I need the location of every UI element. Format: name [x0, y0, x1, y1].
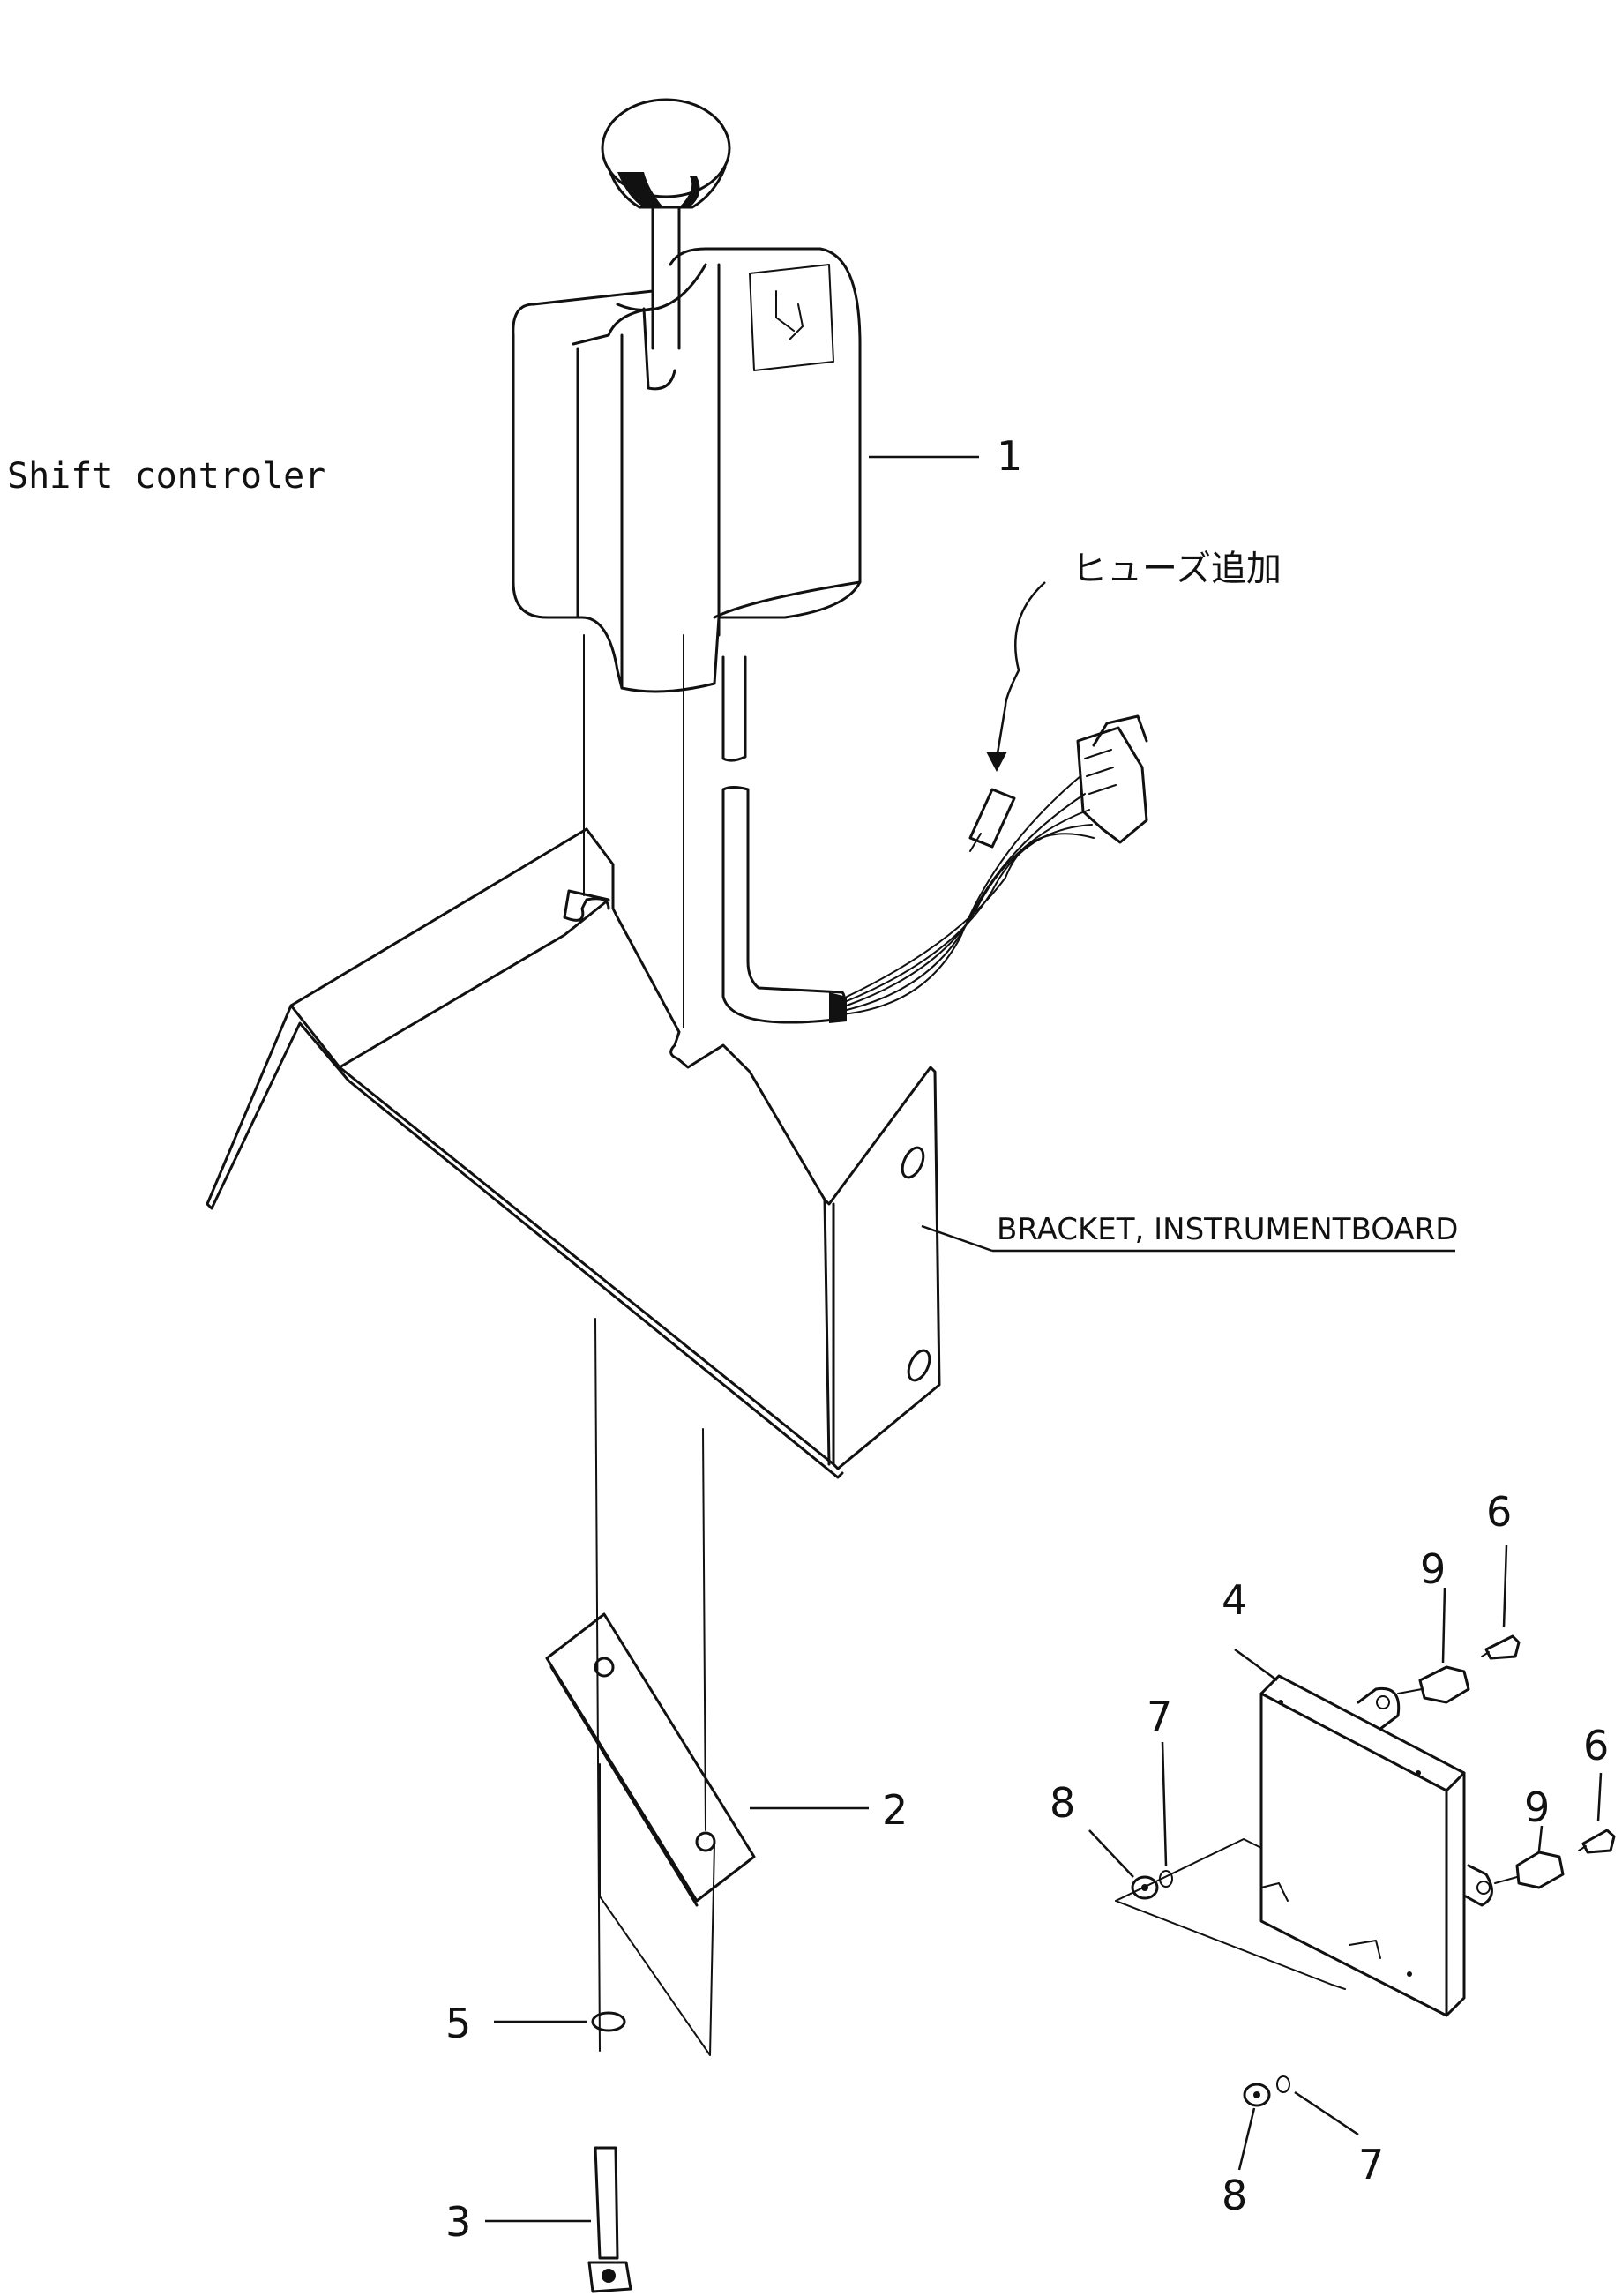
- leader-line-8b: [1237, 2107, 1256, 2171]
- leader-line-bracket: [921, 1224, 993, 1253]
- leader-line-5: [1234, 1648, 1278, 1682]
- leader-line-6b: [1596, 1772, 1603, 1822]
- callout-8b: 8: [1222, 2172, 1247, 2219]
- washer-part-4: [591, 2011, 626, 2032]
- callout-7b: 7: [1358, 2141, 1384, 2188]
- callout-5: 4: [1222, 1576, 1247, 1624]
- callout-8: 8: [1050, 1779, 1075, 1827]
- bolt-part-6-upper: [1481, 1634, 1521, 1660]
- shift-controller-body: [512, 247, 862, 693]
- bolt-part-6-lower: [1578, 1829, 1616, 1854]
- control-unit-part-5: [1115, 1674, 1493, 2017]
- callout-2: 2: [882, 1786, 908, 1834]
- callout-6b: 6: [1583, 1722, 1609, 1769]
- instrument-board-bracket: [206, 827, 941, 1479]
- diagram-title: Shift controler: [7, 456, 325, 497]
- callout-4: 5: [445, 2000, 471, 2047]
- callout-7: 7: [1147, 1693, 1172, 1740]
- shift-knob: [601, 98, 731, 350]
- spacer-part-9-lower: [1494, 1851, 1565, 1889]
- leader-line-8: [1088, 1829, 1134, 1878]
- axis-line: [594, 1318, 601, 2052]
- leader-line-7: [1161, 1741, 1168, 1866]
- leader-line-9b: [1537, 1825, 1544, 1851]
- callout-6: 6: [1486, 1488, 1512, 1536]
- nut-part-8-lower: [1243, 2083, 1271, 2107]
- fuse-note: ヒューズ追加: [1072, 549, 1282, 589]
- nut-part-8-upper: [1131, 1875, 1159, 1900]
- bolt-part-3: [587, 2146, 632, 2293]
- axis-line: [702, 1428, 706, 1831]
- callout-9b: 9: [1524, 1784, 1550, 1831]
- callout-9: 9: [1420, 1545, 1446, 1593]
- callout-3: 3: [445, 2198, 471, 2246]
- plate-part-2: [545, 1612, 756, 2056]
- bracket-label: BRACKET, INSTRUMENTBOARD: [997, 1212, 1458, 1247]
- leader-line-7b: [1294, 2090, 1359, 2136]
- lock-washer-part-7-lower: [1276, 2075, 1290, 2093]
- callout-1: 1: [997, 432, 1022, 480]
- leader-line-6: [1502, 1544, 1508, 1628]
- spacer-part-9-upper: [1397, 1665, 1470, 1704]
- leader-line-9: [1441, 1587, 1446, 1664]
- lock-washer-part-7-upper: [1159, 1870, 1173, 1888]
- note-arrow: [995, 581, 1046, 759]
- wire-harness: [721, 655, 1148, 1024]
